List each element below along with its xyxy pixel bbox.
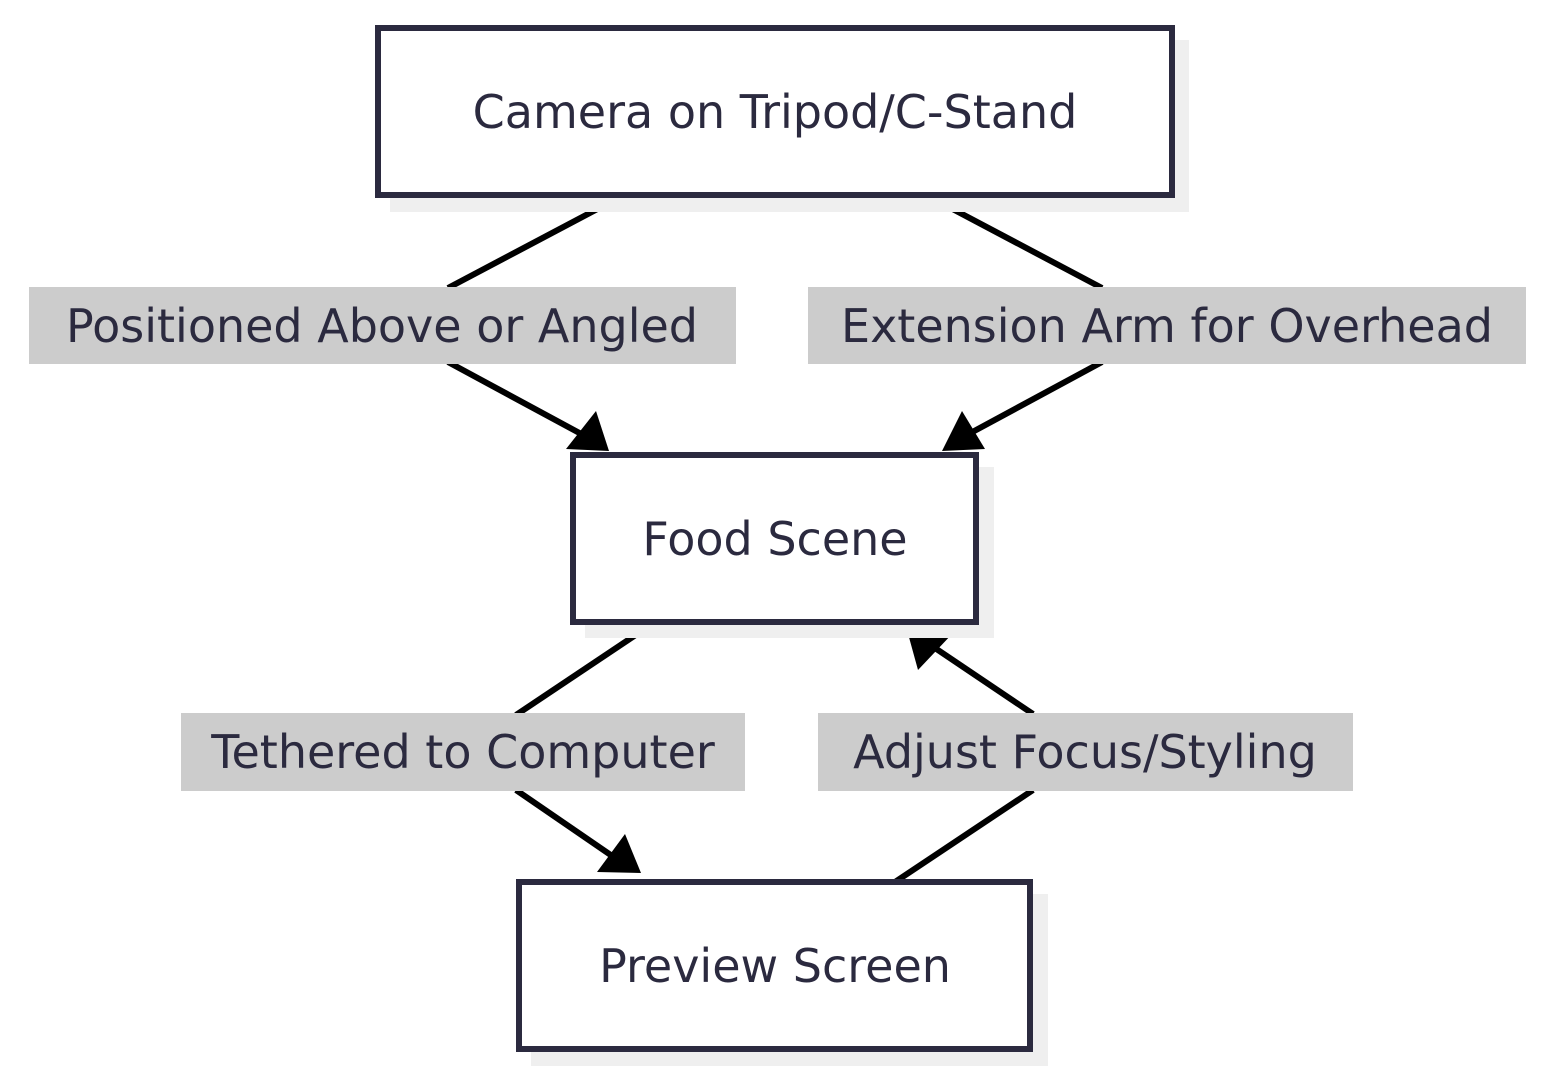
edge-label-text: Tethered to Computer [210,725,715,779]
arrowhead-adjust-focus [907,630,953,670]
node-box [375,25,1175,198]
edge-label-positioned-above: Positioned Above or Angled [29,287,736,364]
edge-label-text: Positioned Above or Angled [66,299,698,353]
node-camera[interactable]: Camera on Tripod/C-Stand [375,25,1189,212]
edge-label-text: Extension Arm for Overhead [841,299,1493,353]
edge-label-text: Adjust Focus/Styling [853,725,1317,779]
arrowhead-positioned-above [566,411,609,451]
edge-line-adjust-focus-upper [930,643,1035,717]
node-label: Camera on Tripod/C-Stand [473,85,1078,139]
node-label: Preview Screen [599,939,951,993]
edge-label-extension-arm: Extension Arm for Overhead [808,287,1526,364]
edge-line-extension-arm-lower [963,359,1104,439]
node-box [516,879,1033,1052]
edge-label-tethered: Tethered to Computer [181,713,745,791]
arrowhead-extension-arm [942,411,985,451]
arrowhead-tethered [597,834,641,873]
edge-line-positioned-above-lower [446,359,587,439]
edge-label-bg [818,713,1353,791]
edge-line-tethered-lower [514,787,620,863]
edge-label-bg [181,713,745,791]
node-preview[interactable]: Preview Screen [516,879,1048,1066]
edge-line-adjust-focus [893,787,1035,885]
edge-label-bg [29,287,736,364]
edge-label-adjust-focus: Adjust Focus/Styling [818,713,1353,791]
node-food[interactable]: Food Scene [570,452,994,638]
node-label: Food Scene [642,512,907,566]
node-box [570,452,979,625]
edge-label-bg [808,287,1526,364]
edges [446,193,1104,885]
edge-line-tethered [514,621,654,718]
